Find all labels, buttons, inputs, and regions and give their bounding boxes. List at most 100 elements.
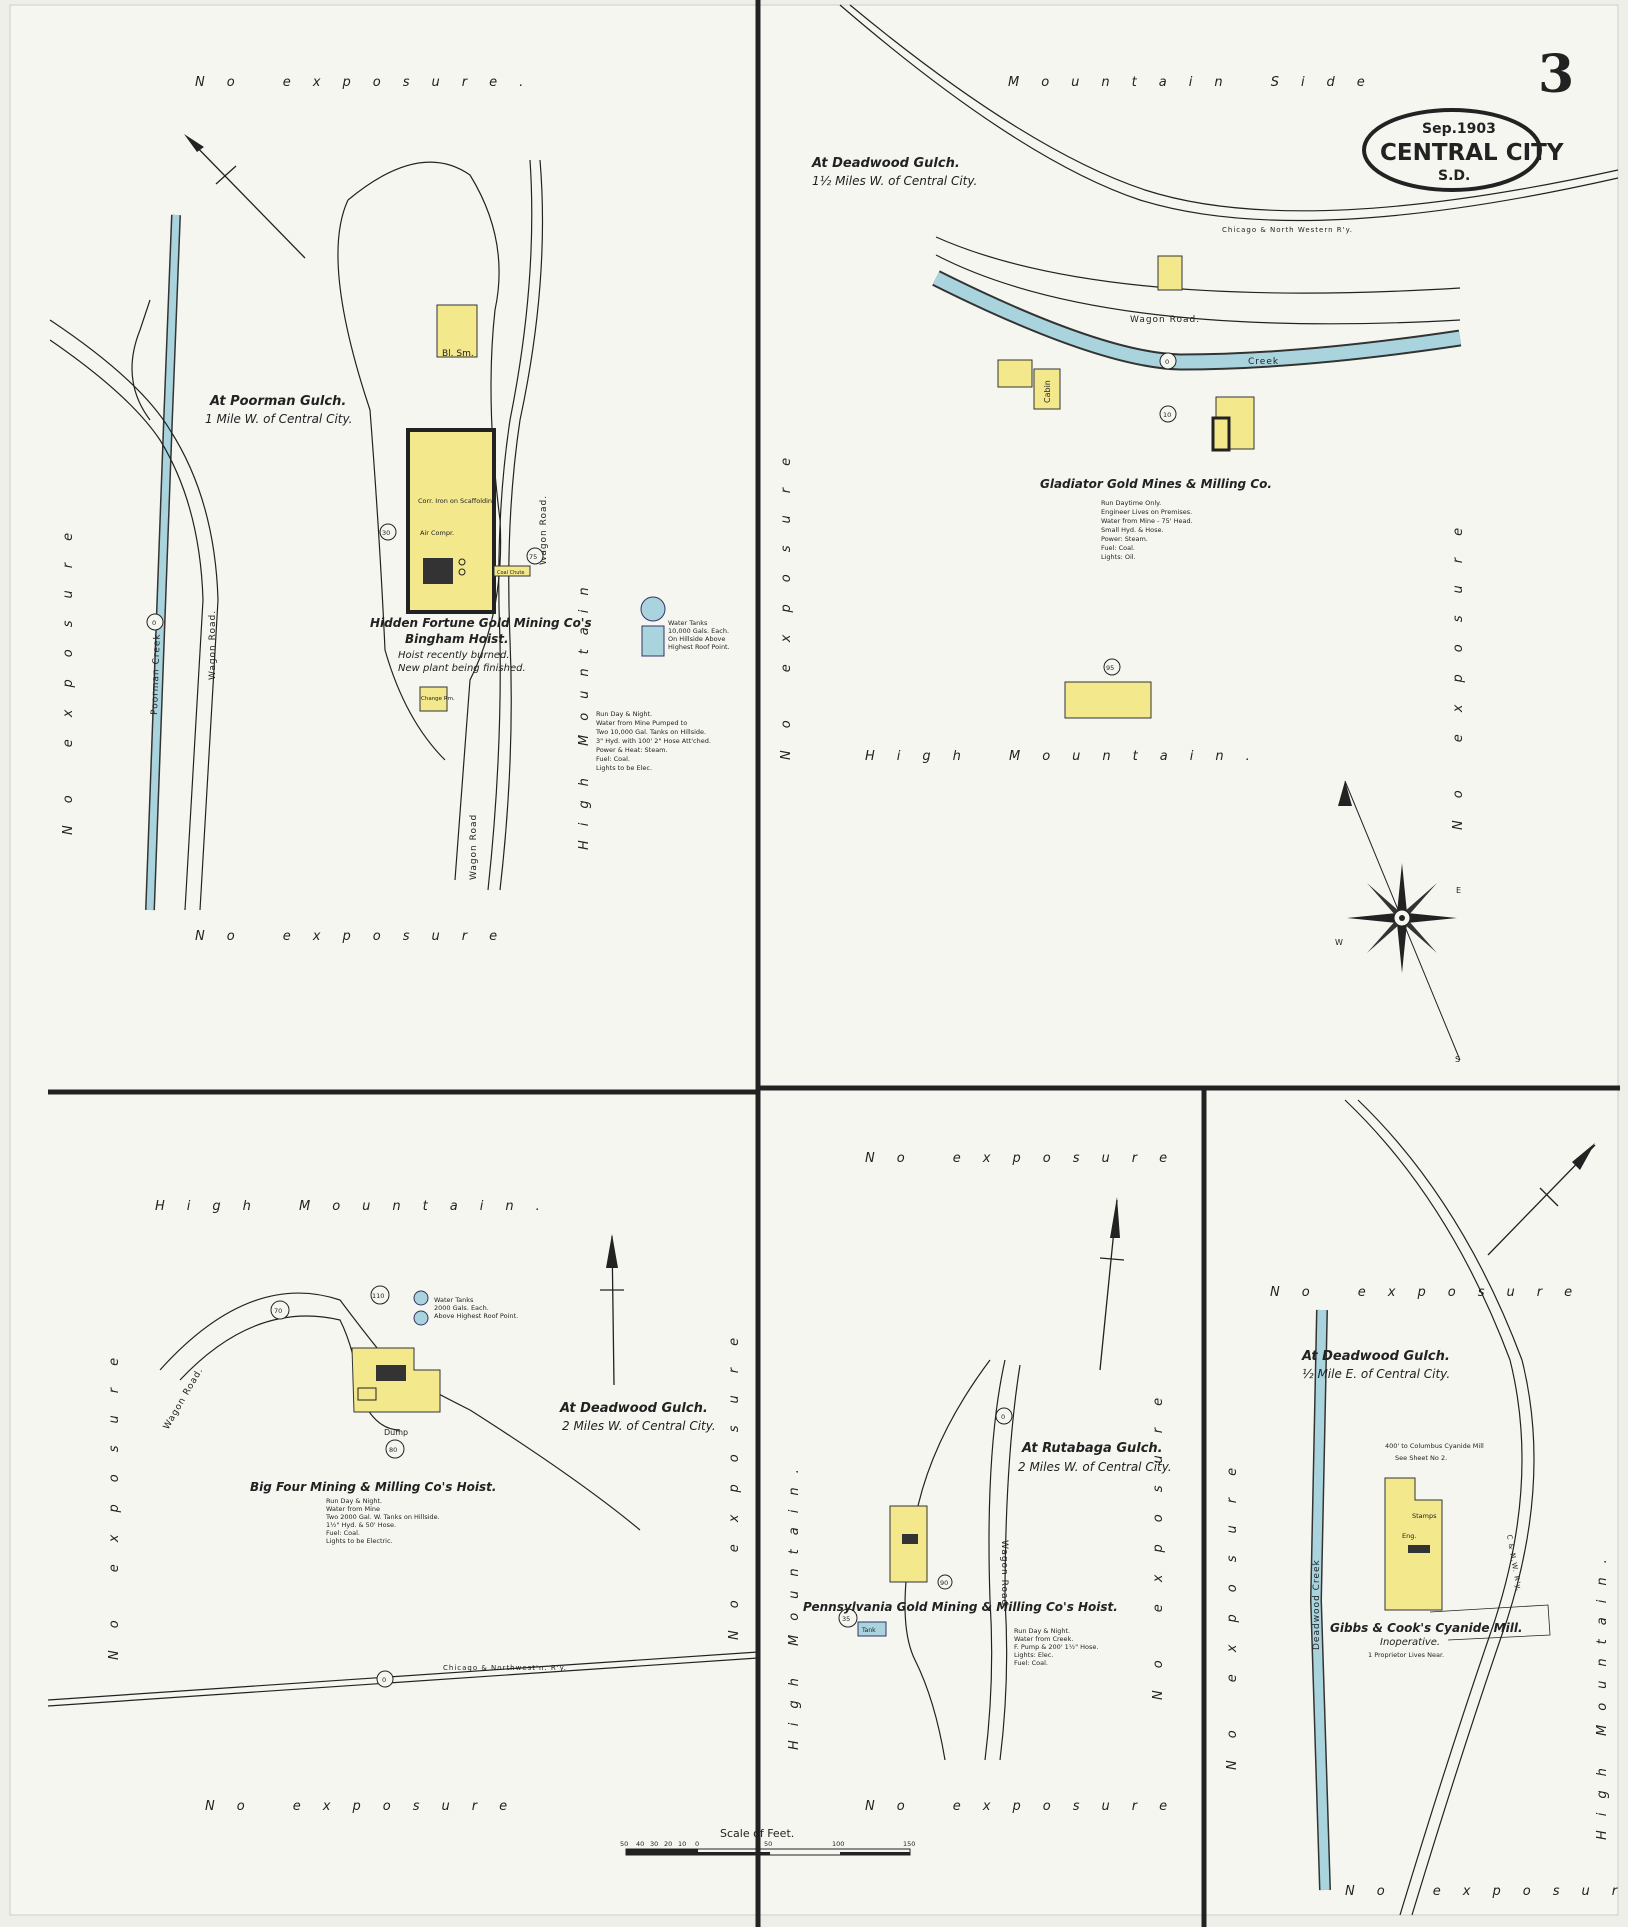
svg-text:90: 90 (940, 1579, 948, 1587)
wagon-road-label: Wagon Road. (999, 1540, 1009, 1610)
sheet-number: 3 (1538, 44, 1574, 105)
panel-poorman-gulch: No exposure. No exposure No exposure Poo… (49, 75, 730, 944)
svg-text:0: 0 (1001, 1413, 1005, 1421)
panel-big-four: High Mountain. No exposure No exposure N… (47, 1199, 759, 1814)
svg-text:Bl. Sm.: Bl. Sm. (442, 349, 474, 359)
svg-text:Water from Creek.: Water from Creek. (1014, 1635, 1073, 1643)
no-exposure-bottom: No exposure (205, 1799, 529, 1814)
svg-text:Stamps: Stamps (1412, 1512, 1437, 1520)
mountain-side-label: Mountain Side (1008, 75, 1387, 90)
creek-label: Creek (1248, 357, 1279, 367)
svg-text:30: 30 (650, 1840, 658, 1848)
panel-gladiator: Chicago & North Western R'y. Mountain Si… (779, 4, 1619, 1064)
svg-text:Fuel: Coal.: Fuel: Coal. (596, 755, 630, 763)
svg-text:10,000 Gals. Each.: 10,000 Gals. Each. (668, 627, 729, 635)
no-exposure-left: No exposure (1225, 1446, 1240, 1770)
svg-text:Change Rm.: Change Rm. (421, 696, 455, 702)
svg-text:Water from Mine - 75' Head.: Water from Mine - 75' Head. (1101, 517, 1193, 525)
svg-text:Corr. Iron on Scaffolding: Corr. Iron on Scaffolding (418, 497, 496, 505)
svg-text:Run Day & Night.: Run Day & Night. (326, 1497, 382, 1505)
no-exposure-bottom: No exposure (865, 1799, 1189, 1814)
svg-text:Lights to be Elec.: Lights to be Elec. (596, 764, 652, 772)
svg-text:Lights to be Electric.: Lights to be Electric. (326, 1537, 393, 1545)
water-tank-2 (641, 625, 665, 657)
svg-text:3" Hyd. with 100' 2" Hose Att': 3" Hyd. with 100' 2" Hose Att'ched. (596, 737, 711, 745)
svg-text:1½" Hyd. & 50' Hose.: 1½" Hyd. & 50' Hose. (326, 1521, 396, 1529)
no-exposure-bottom: No exposure (195, 929, 519, 944)
hidden-fortune-notes: Run Day & Night. Water from Mine Pumped … (595, 710, 711, 772)
svg-text:Engineer Lives on Premises.: Engineer Lives on Premises. (1101, 508, 1192, 516)
svg-text:150: 150 (903, 1840, 915, 1848)
no-exposure-left: No exposure (61, 511, 76, 835)
hidden-fortune-company: Hidden Fortune Gold Mining Co's (370, 616, 592, 630)
svg-text:75: 75 (529, 553, 537, 561)
big-four-location2: 2 Miles W. of Central City. (562, 1419, 716, 1433)
svg-text:Cabin: Cabin (1043, 380, 1052, 403)
gibbs-note-mill: 400' to Columbus Cyanide Mill (1385, 1442, 1484, 1450)
big-four-tanks-note: Water Tanks 2000 Gals. Each. Above Highe… (434, 1296, 518, 1320)
no-exposure-left: No exposure (779, 436, 794, 760)
gibbs-status2: 1 Proprietor Lives Near. (1368, 1651, 1444, 1659)
hidden-fortune-tanks-note: Water Tanks 10,000 Gals. Each. On Hillsi… (668, 619, 730, 651)
big-four-location: At Deadwood Gulch. (559, 1401, 708, 1416)
svg-text:Fuel: Coal.: Fuel: Coal. (326, 1529, 360, 1537)
svg-text:35: 35 (842, 1615, 850, 1623)
big-four-company: Big Four Mining & Milling Co's Hoist. (250, 1480, 496, 1494)
sheet-date: Sep.1903 (1422, 121, 1496, 137)
north-arrow-icon (1099, 1197, 1125, 1371)
high-mountain-label: High Mountain (577, 573, 592, 850)
svg-text:Small Hyd. & Hose.: Small Hyd. & Hose. (1101, 526, 1164, 534)
svg-text:Run Day & Night.: Run Day & Night. (1014, 1627, 1070, 1635)
gladiator-location: At Deadwood Gulch. (811, 156, 960, 171)
svg-text:Water Tanks: Water Tanks (668, 619, 708, 627)
svg-text:Tank: Tank (861, 1627, 876, 1634)
gibbs-mill-building (1384, 1477, 1443, 1611)
svg-text:Water from Mine: Water from Mine (326, 1505, 380, 1513)
svg-text:Lights: Elec.: Lights: Elec. (1014, 1651, 1053, 1659)
svg-text:Air Compr.: Air Compr. (420, 529, 454, 537)
panel-pennsylvania: No exposure No exposure No exposure High… (787, 1151, 1189, 1814)
svg-text:Dump: Dump (384, 1428, 408, 1437)
svg-text:S: S (1455, 1055, 1460, 1064)
pennsylvania-location2: 2 Miles W. of Central City. (1018, 1460, 1172, 1474)
svg-text:Lights: Oil.: Lights: Oil. (1101, 553, 1136, 561)
water-tank-2 (413, 1310, 429, 1326)
scale-title: Scale of Feet. (720, 1827, 794, 1840)
blacksmith-building (436, 304, 478, 358)
gladiator-company: Gladiator Gold Mines & Milling Co. (1040, 477, 1272, 491)
change-room (419, 686, 448, 712)
svg-text:2000 Gals. Each.: 2000 Gals. Each. (434, 1304, 489, 1312)
svg-text:70: 70 (274, 1307, 282, 1315)
wagon-road-right-label2: Wagon Road. (539, 495, 549, 565)
building-e (1064, 681, 1152, 719)
svg-text:Eng.: Eng. (1402, 1532, 1416, 1540)
gibbs-location2: ½ Mile E. of Central City. (1302, 1367, 1450, 1381)
north-arrow-icon (184, 134, 306, 259)
pennsylvania-company: Pennsylvania Gold Mining & Milling Co's … (803, 1600, 1118, 1614)
svg-text:Run Day & Night.: Run Day & Night. (596, 710, 652, 718)
north-arrow-icon (1487, 1143, 1596, 1256)
svg-text:50: 50 (620, 1840, 628, 1848)
water-tank-1 (640, 596, 666, 622)
pennsylvania-location: At Rutabaga Gulch. (1021, 1441, 1163, 1456)
no-exposure-left: No exposure (107, 1336, 122, 1660)
water-tank-1 (413, 1290, 429, 1306)
railway-label: Chicago & North Western R'y. (1222, 226, 1353, 234)
sheet-city: CENTRAL CITY (1380, 140, 1564, 166)
svg-text:E: E (1456, 886, 1461, 895)
gladiator-location2: 1½ Miles W. of Central City. (812, 174, 977, 188)
svg-text:Above Highest Roof Point.: Above Highest Roof Point. (434, 1312, 518, 1320)
building-b (997, 359, 1033, 388)
svg-text:On Hillside Above: On Hillside Above (668, 635, 725, 643)
gibbs-note-sheet: See Sheet No 2. (1395, 1454, 1447, 1462)
panel-dividers (48, 0, 1620, 1927)
no-exposure-right: No exposure (1151, 1376, 1166, 1700)
gibbs-location: At Deadwood Gulch. (1301, 1349, 1450, 1364)
svg-text:10: 10 (678, 1840, 686, 1848)
sheet-state: S.D. (1438, 168, 1470, 184)
no-exposure-top: No exposure (1270, 1285, 1594, 1300)
svg-text:Water Tanks: Water Tanks (434, 1296, 474, 1304)
gibbs-status: Inoperative. (1380, 1637, 1440, 1648)
creek-label: Deadwood Creek (1312, 1559, 1322, 1650)
